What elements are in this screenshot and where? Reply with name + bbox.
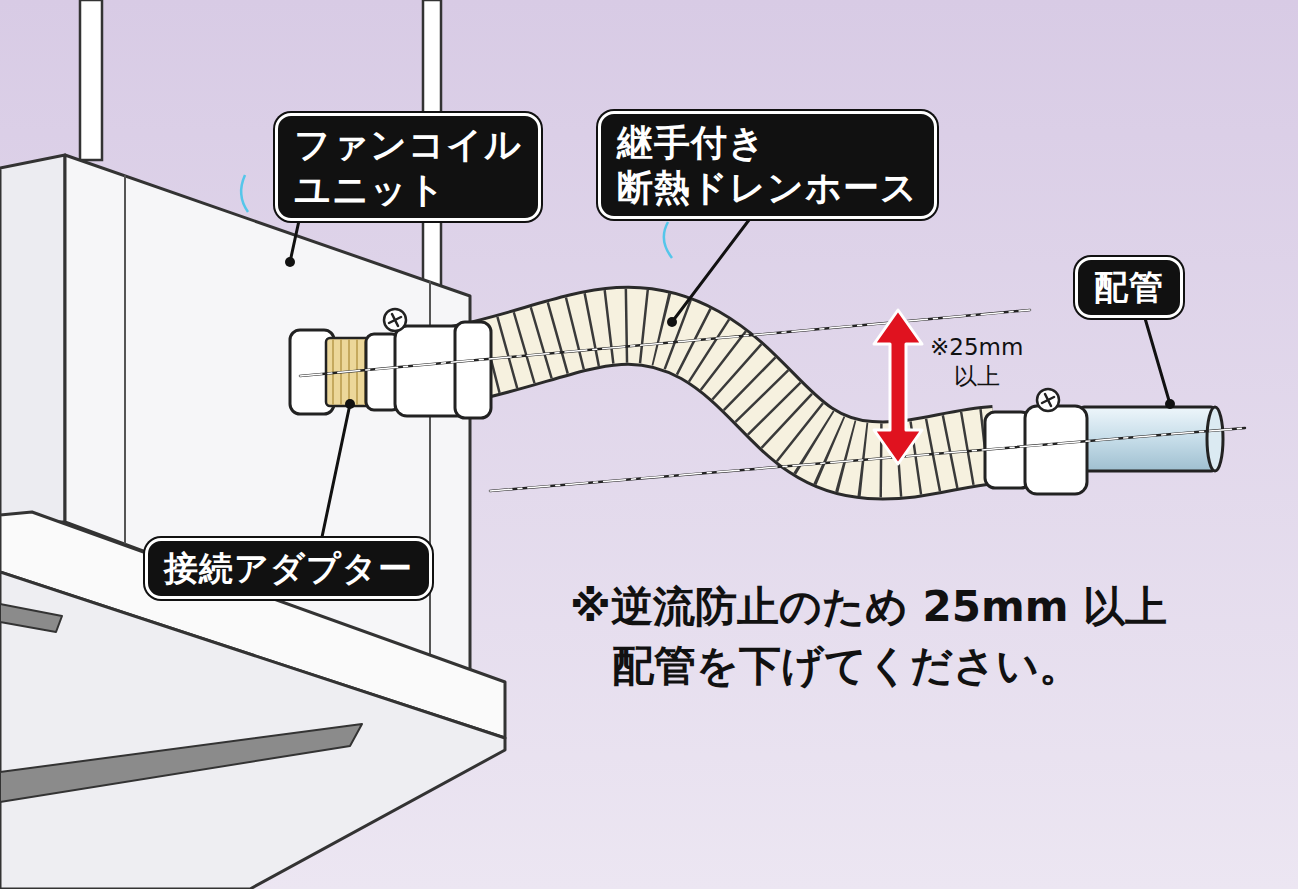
screw-head (1037, 389, 1059, 411)
callout-box: ファンコイル ユニット (275, 113, 541, 221)
leader-dot (345, 399, 355, 409)
ceiling-panel-underside (0, 572, 505, 889)
leader-line (290, 216, 300, 262)
screw-slot (1045, 394, 1051, 406)
callout-label: 継手付き 断熱ドレンホース (617, 120, 918, 210)
unit-seam (124, 176, 126, 543)
decor-swish (664, 222, 672, 258)
panel-slot (0, 604, 62, 632)
pipe-end (1207, 407, 1223, 471)
unit-left-face (0, 155, 65, 522)
callout-box: 継手付き 断熱ドレンホース (598, 111, 937, 219)
callout-label: 接続アダプター (164, 547, 413, 590)
callout-label: 配管 (1094, 266, 1164, 309)
note-text: ※逆流防止のため 25mm 以上 配管を下げてください。 (570, 578, 1292, 696)
callout-box: 接続アダプター (145, 538, 432, 599)
decor-swish (241, 175, 248, 212)
panel-slot (0, 724, 362, 802)
leader-line (1142, 308, 1170, 404)
leader-line (322, 404, 350, 537)
hose-coupling (1025, 406, 1087, 494)
callout-label: ファンコイル ユニット (294, 122, 522, 212)
leader-dot (285, 257, 295, 267)
callout-box: 配管 (1075, 257, 1183, 318)
dimension-arrow (874, 310, 922, 464)
screw-head (384, 309, 406, 331)
hose-joint-collar (455, 322, 491, 418)
leader-dot (667, 317, 677, 327)
center-line (490, 428, 1245, 491)
dimension-label: ※25mm 以上 (930, 333, 1023, 391)
leader-line (672, 216, 752, 322)
hanging-rod (80, 0, 102, 160)
reference-line (490, 428, 1245, 491)
leader-dot (1165, 399, 1175, 409)
screw-slot (392, 314, 398, 326)
